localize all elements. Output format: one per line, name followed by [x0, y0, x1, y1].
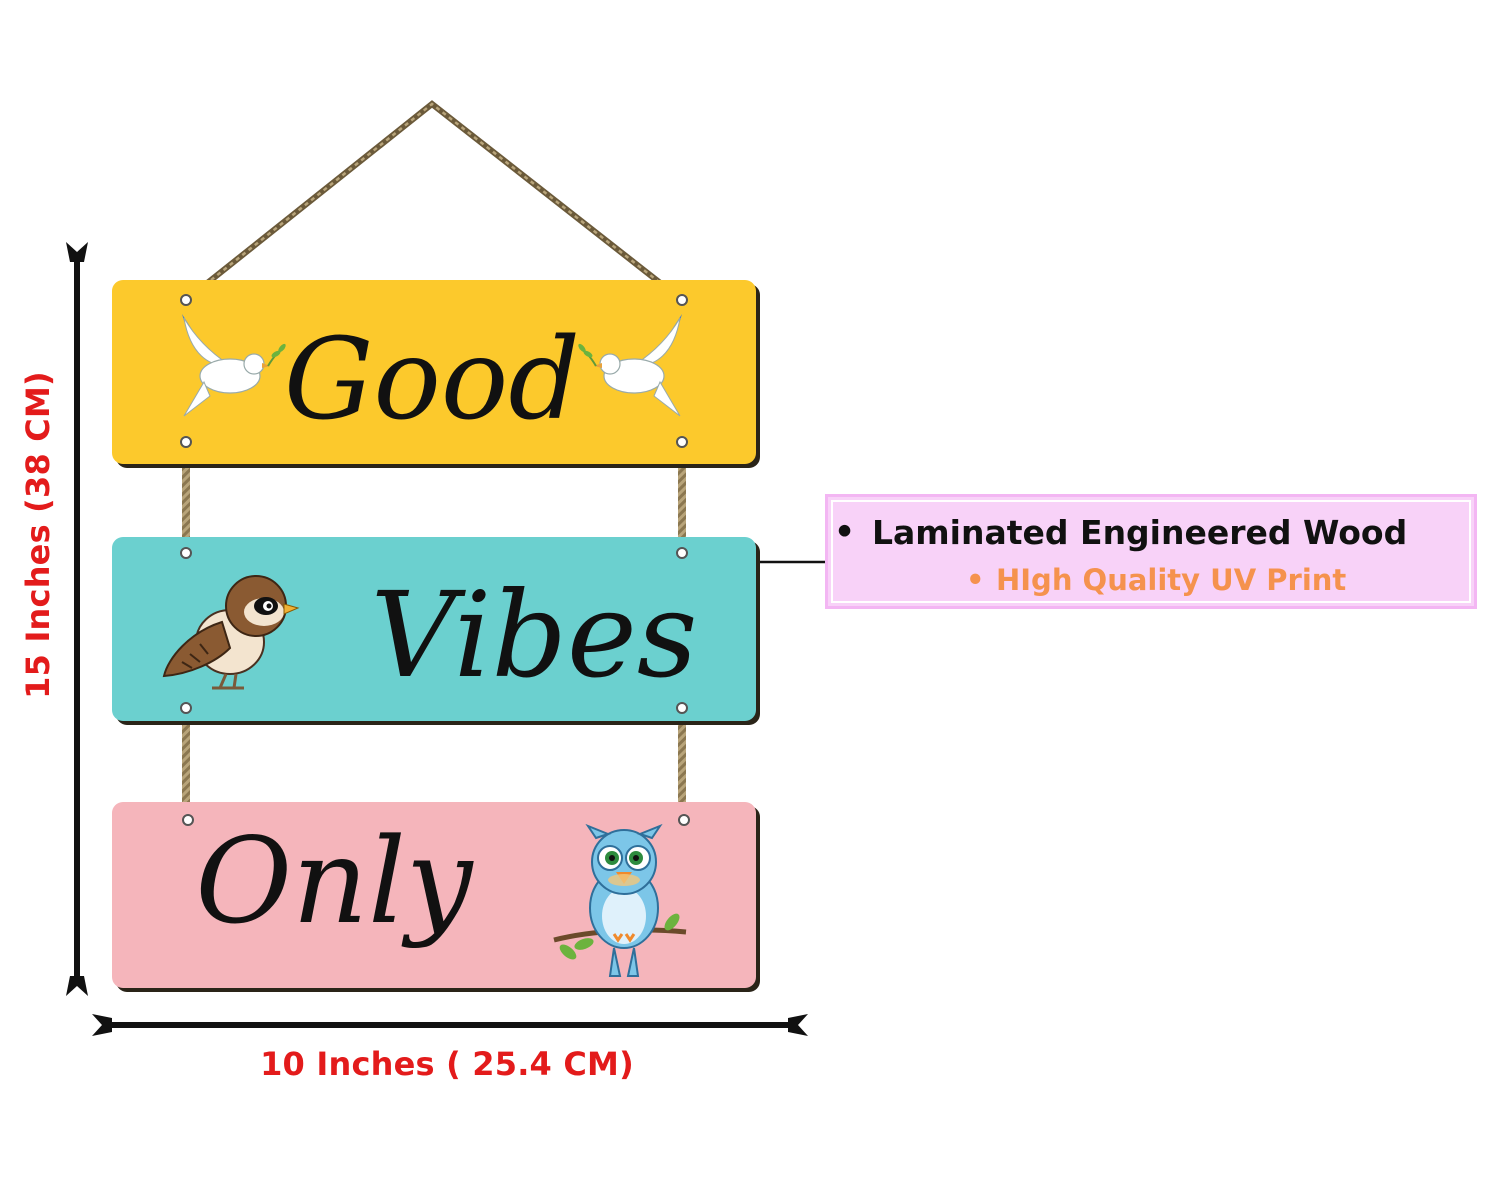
- dove-icon: [182, 314, 286, 417]
- rope-hole: [678, 814, 690, 826]
- rope-hole: [180, 436, 192, 448]
- rope-hole: [182, 814, 194, 826]
- rope-hole: [180, 702, 192, 714]
- rope-hole: [676, 702, 688, 714]
- connecting-ropes: [182, 443, 686, 820]
- plank-good-board: [112, 280, 756, 464]
- rope-hole: [676, 547, 688, 559]
- sparrow-icon: [162, 575, 300, 690]
- hanging-rope: [184, 100, 684, 303]
- plank-word-vibes: Vibes: [371, 566, 698, 704]
- rope-hole: [180, 547, 192, 559]
- dove-icon: [578, 314, 682, 417]
- plank-good: Good: [112, 280, 760, 468]
- plank-word-good: Good: [284, 315, 580, 445]
- plank-vibes: Vibes: [112, 537, 760, 725]
- width-dimension-arrow: [92, 1014, 808, 1036]
- owl-icon: [553, 823, 687, 977]
- feature-print: HIgh Quality UV Print: [966, 563, 1346, 597]
- plank-only: Only: [112, 802, 760, 992]
- rope-hole: [180, 294, 192, 306]
- feature-callout-box: Laminated Engineered Wood HIgh Quality U…: [825, 494, 1477, 609]
- width-dimension-label: 10 Inches ( 25.4 CM): [260, 1045, 634, 1083]
- plank-word-only: Only: [195, 812, 473, 950]
- feature-material: Laminated Engineered Wood: [834, 512, 1407, 552]
- height-dimension-label: 15 Inches (38 CM): [19, 371, 57, 699]
- rope-hole: [676, 436, 688, 448]
- height-dimension-arrow: [66, 242, 88, 996]
- rope-hole: [676, 294, 688, 306]
